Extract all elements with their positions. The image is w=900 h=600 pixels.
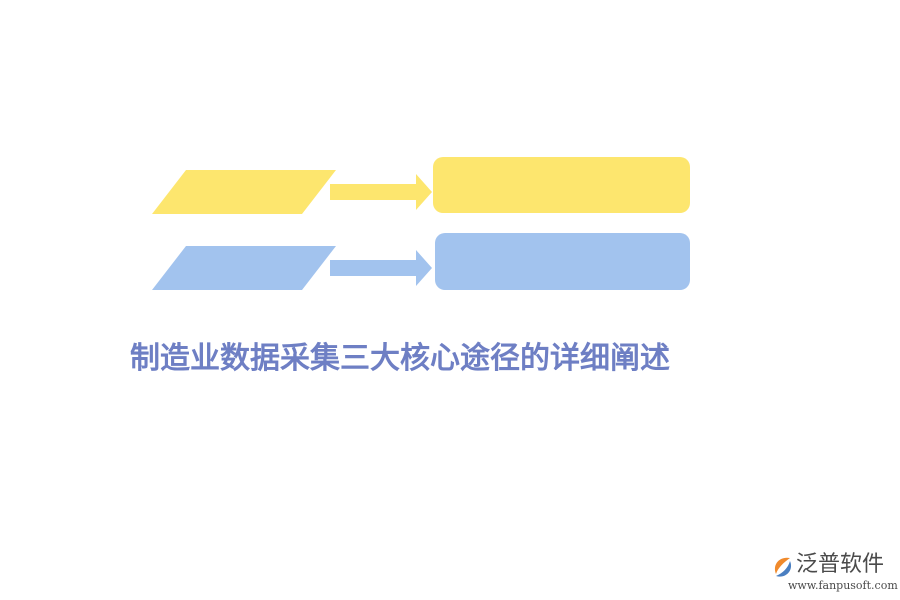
diagram-title: 制造业数据采集三大核心途径的详细阐述 [130,341,670,376]
yellow-box [433,157,690,213]
brand-logo: 泛普软件 www.fanpusoft.com [770,550,898,595]
logo-mark-blue-arc [776,561,792,577]
logo-mark-orange-arc [774,557,790,574]
yellow-parallelogram-shape [152,170,336,214]
blue-parallelogram-shape [152,246,336,290]
blue-box [435,233,690,290]
blue-arrow-shape [330,250,432,286]
blue-parallelogram [152,246,336,290]
yellow-arrow-shape [330,174,432,210]
fanpu-logo-icon [774,557,792,577]
yellow-arrow [330,174,432,210]
blue-arrow [330,250,432,286]
logo-name: 泛普软件 [796,552,885,577]
logo-url: www.fanpusoft.com [788,579,898,592]
yellow-parallelogram [152,170,336,214]
